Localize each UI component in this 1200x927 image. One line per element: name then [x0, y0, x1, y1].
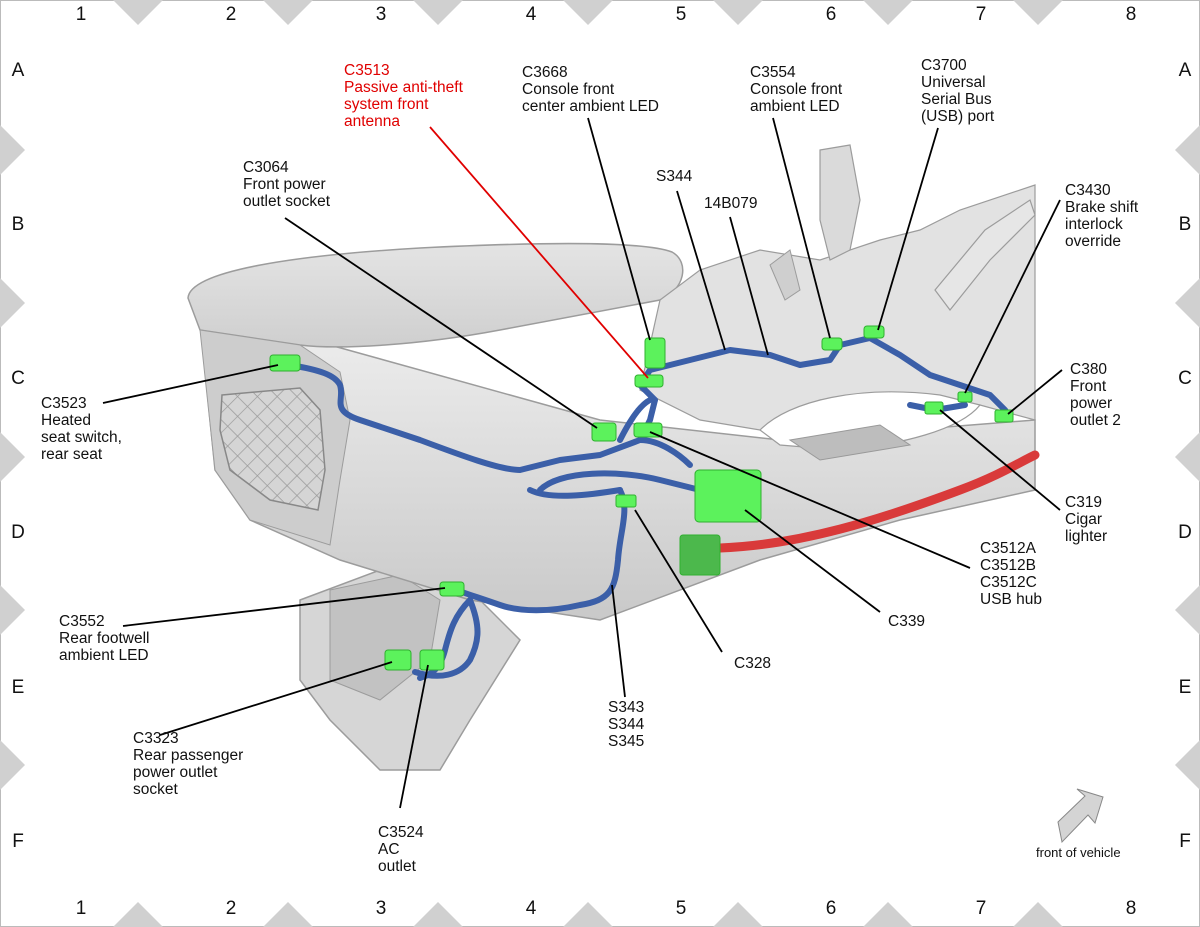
col-label: 5: [675, 4, 687, 25]
power-cable: [715, 450, 1040, 553]
front-arrow-icon: [1057, 788, 1104, 844]
row-label: E: [1178, 677, 1192, 698]
connector-c3430: [957, 391, 973, 403]
leader-c3668: [587, 117, 651, 341]
connector-c3523: [269, 354, 301, 372]
callout-s344-top: S344: [656, 168, 693, 185]
row-label: A: [11, 60, 25, 81]
connector-c3524: [419, 649, 445, 671]
row-label: C: [11, 368, 25, 389]
connector-c3668: [644, 337, 666, 369]
col-label: 8: [1125, 4, 1137, 25]
col-label: 3: [375, 898, 387, 919]
leader-lines: [102, 117, 1063, 809]
col-label: 7: [975, 898, 987, 919]
col-label: 4: [525, 898, 537, 919]
row-label: D: [1178, 522, 1192, 543]
front-of-vehicle-label: front of vehicle: [1036, 845, 1121, 860]
callout-c339: C339: [888, 613, 926, 630]
col-label: 1: [75, 4, 87, 25]
col-label: 1: [75, 898, 87, 919]
col-label: 6: [825, 4, 837, 25]
col-label: 3: [375, 4, 387, 25]
connector-c3323: [384, 649, 412, 671]
row-label: B: [1178, 214, 1192, 235]
connector-module: [679, 534, 721, 576]
connector-c3554: [821, 337, 843, 351]
col-label: 2: [225, 898, 237, 919]
connector-c3700: [863, 325, 885, 339]
wiring-harness: [287, 335, 1013, 681]
row-label: E: [11, 677, 25, 698]
row-label: D: [11, 522, 25, 543]
connector-c319: [924, 401, 944, 415]
col-label: 7: [975, 4, 987, 25]
connectors: [269, 325, 1014, 671]
col-label: 4: [525, 4, 537, 25]
connector-c3513: [634, 374, 664, 388]
connector-c3064: [591, 422, 617, 442]
row-label: F: [1179, 831, 1191, 852]
connector-c339: [694, 469, 762, 523]
row-label: A: [1178, 60, 1192, 81]
callout-c328: C328: [734, 655, 772, 672]
row-label: B: [11, 214, 25, 235]
col-label: 2: [225, 4, 237, 25]
row-label: F: [12, 831, 24, 852]
callout-14b079: 14B079: [704, 195, 758, 212]
col-label: 6: [825, 898, 837, 919]
row-label: C: [1178, 368, 1192, 389]
center-console-body: [187, 144, 1036, 771]
leader-c3513: [429, 126, 649, 379]
connector-c328: [615, 494, 637, 508]
col-label: 5: [675, 898, 687, 919]
col-label: 8: [1125, 898, 1137, 919]
